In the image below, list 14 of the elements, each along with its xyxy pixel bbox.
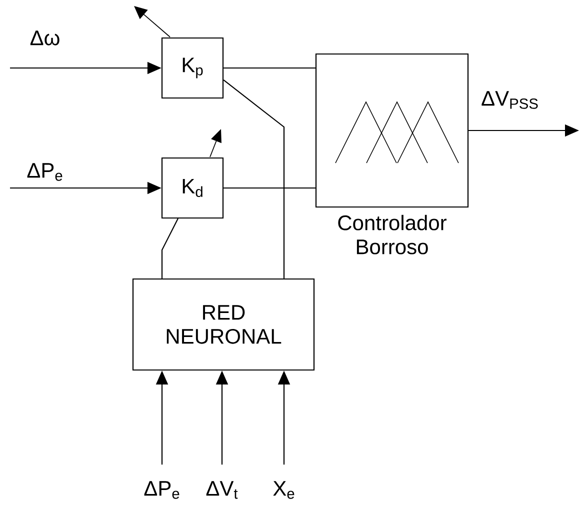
gain-box: K$_{d}$ [161,157,224,219]
connector-line [224,187,316,189]
connector-line [224,67,316,69]
connector-line [223,80,285,278]
box-caption: Controlador Borroso [338,214,446,254]
edge-label: ΔP$_{e}$ [27,163,62,181]
input-label: ΔP$_{e}$ [144,481,180,499]
edge-label: ΔV$_{PSS}$ [482,91,538,109]
input-label: X$_{e}$ [273,481,294,499]
input-label: ΔV$_{t}$ [206,481,238,499]
neural-network-box: RED NEURONAL [132,278,315,371]
edge-label: Δω [30,30,60,46]
connector-line [161,218,178,278]
gain-box: K$_{p}$ [161,37,224,99]
